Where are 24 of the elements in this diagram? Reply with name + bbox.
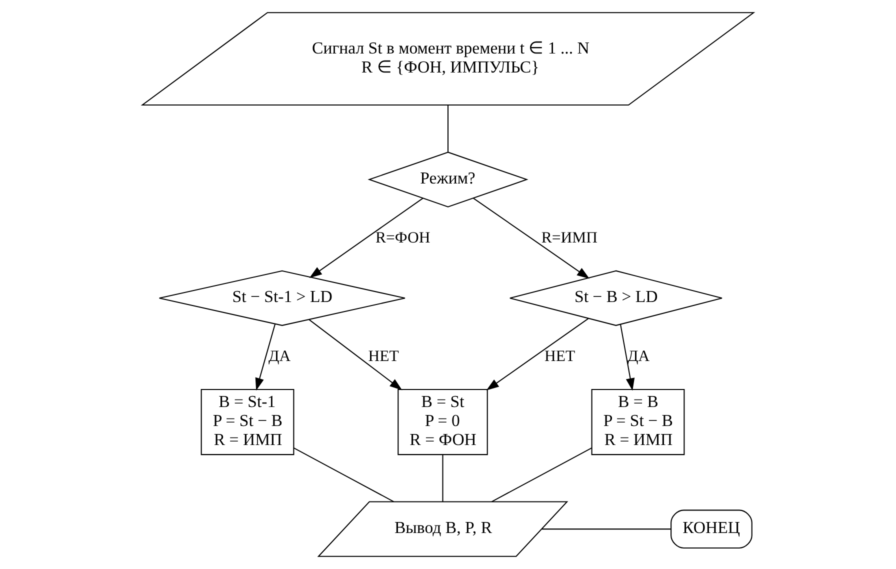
edge-label: R=ИМП [541,230,598,247]
edge-label: ДА [268,348,291,366]
node-box: B = St P = 0 R = ФОН [398,388,488,456]
arrow [308,319,402,390]
node-diamond: Режим? [368,152,528,208]
node-diamond: St − St-1 > LD [158,270,406,326]
connector [442,454,444,502]
node-diamond: St − B > LD [509,270,722,326]
arrow [255,324,276,391]
edge-label: R=ФОН [376,230,430,247]
node-box: B = B P = St − B R = ИМП [591,388,685,456]
arrow [473,198,590,279]
edge-label: НЕТ [368,348,399,366]
connector [542,528,671,530]
arrow [309,198,424,278]
node-box: B = St-1 P = St − B R = ИМП [200,388,294,456]
edge-label: НЕТ [544,348,576,366]
edge-label: ДА [627,348,650,366]
arrow [486,318,589,390]
connector [447,105,449,152]
connector [492,447,592,502]
arrow [620,324,635,391]
connector [294,447,394,502]
node-box: КОНЕЦ [670,510,752,548]
